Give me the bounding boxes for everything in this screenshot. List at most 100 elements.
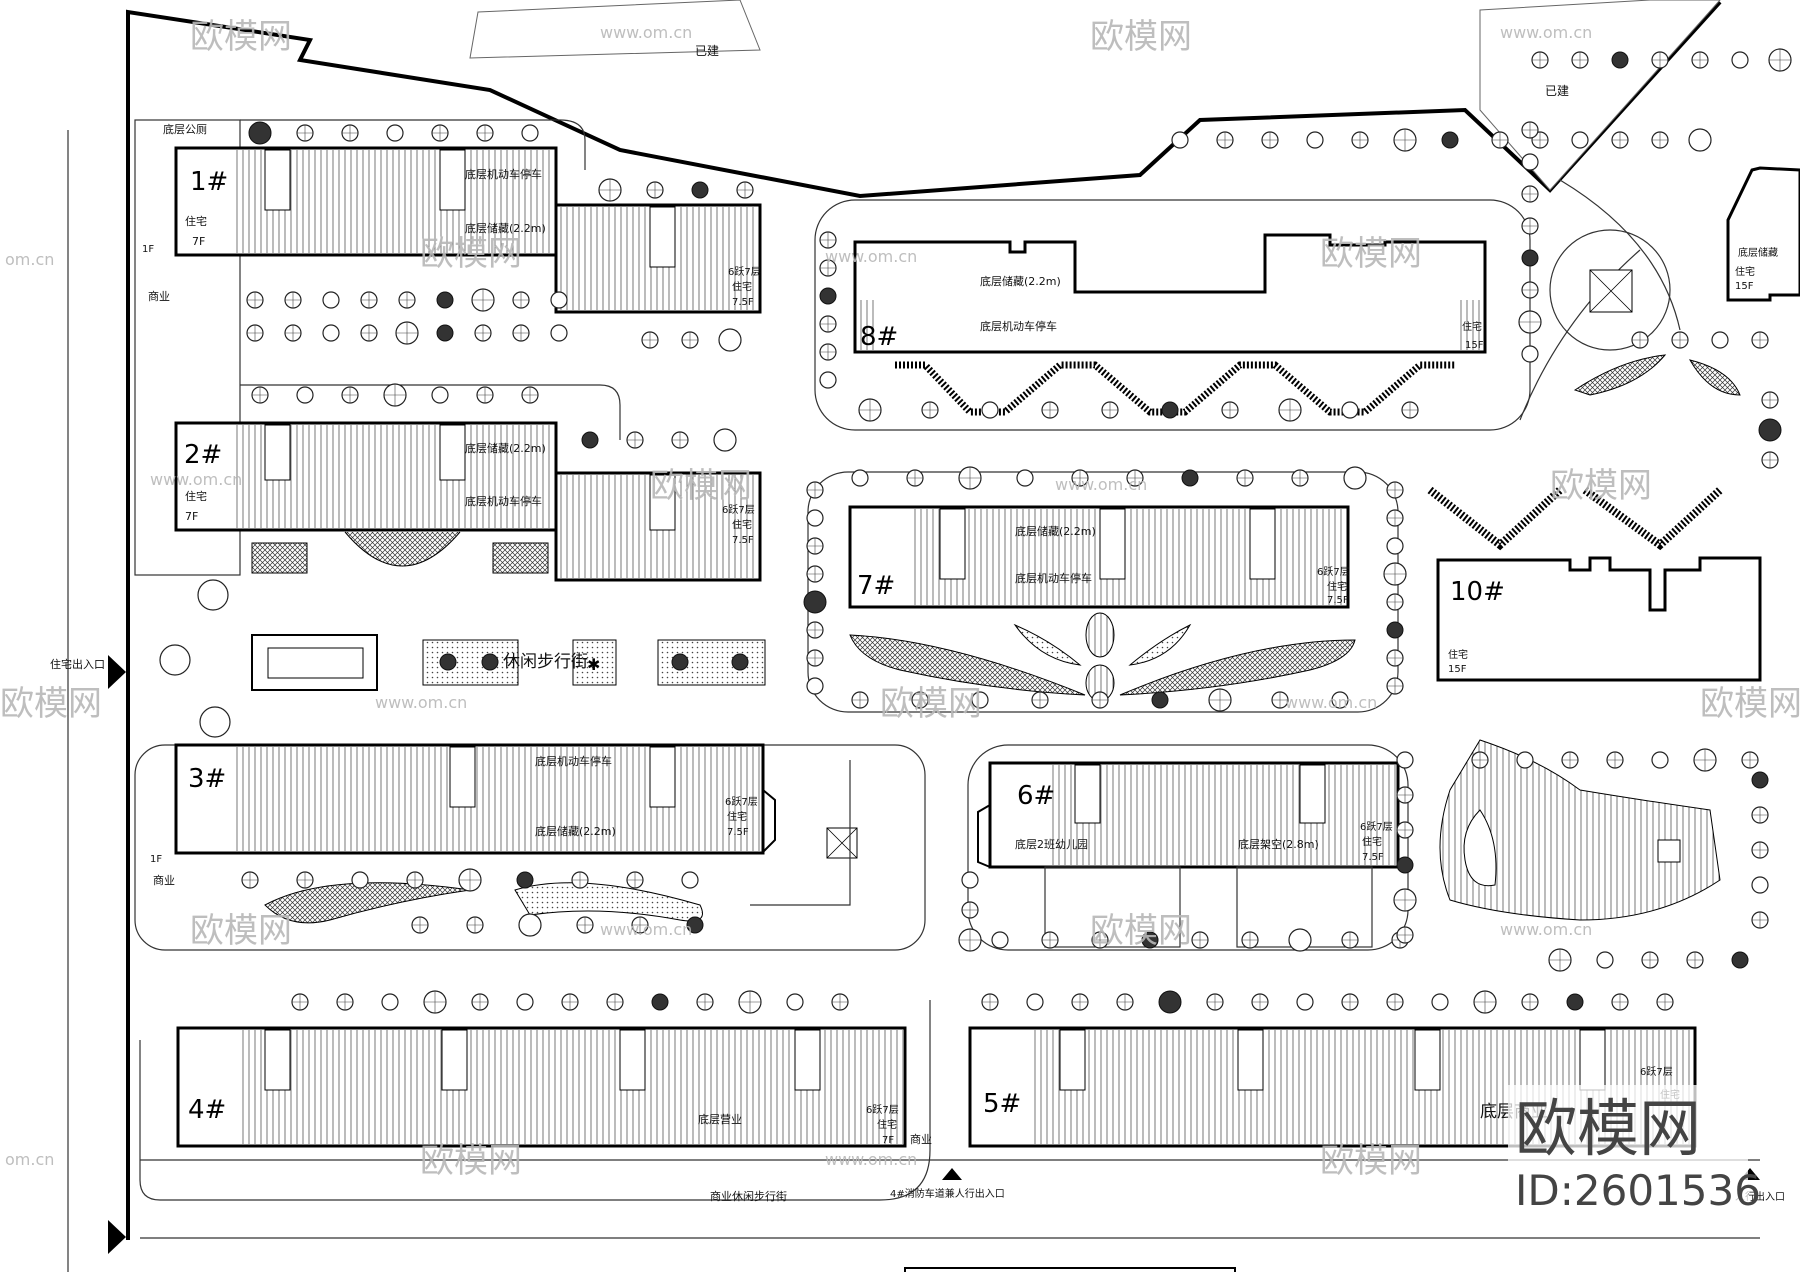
tree-symbol-mark bbox=[1272, 692, 1288, 708]
building-10-label-res: 住宅 bbox=[1448, 648, 1468, 661]
tree-symbol-mark bbox=[697, 994, 713, 1010]
tree-symbol bbox=[806, 509, 824, 527]
tree-symbol bbox=[1396, 751, 1414, 769]
tree-symbol-mark bbox=[1117, 994, 1133, 1010]
tree-symbol bbox=[1386, 621, 1404, 639]
tree-symbol-mark bbox=[1387, 650, 1403, 666]
building-6: 6# 底层2班幼儿园 底层架空(2.8m) 6跃7层 住宅 7.5F bbox=[977, 761, 1400, 948]
leisure-walk: ✱ 休闲步行街 bbox=[159, 579, 766, 738]
building-7: 7# 底层储藏(2.2m) 底层机动车停车 6跃7层 住宅 7.5F bbox=[848, 505, 1356, 702]
building-3-label-res: 住宅 bbox=[727, 810, 747, 823]
tree-symbol bbox=[651, 993, 669, 1011]
tree-symbol-mark bbox=[1072, 994, 1088, 1010]
building-6-label-res: 住宅 bbox=[1362, 835, 1382, 848]
tree-symbol-mark bbox=[627, 432, 643, 448]
tree-symbol-mark bbox=[361, 292, 377, 308]
building-6-label-kinder: 底层2班幼儿园 bbox=[1015, 837, 1088, 851]
tree-symbol bbox=[1441, 131, 1459, 149]
tree-symbol bbox=[322, 324, 340, 342]
tree-symbol-mark bbox=[807, 482, 823, 498]
watermark-site-7: www.om.cn bbox=[1285, 693, 1377, 712]
tree-symbol-mark bbox=[907, 470, 923, 486]
building-10-label-floors: 15F bbox=[1448, 664, 1467, 675]
watermark-logo-13: 欧模网 bbox=[1320, 1141, 1422, 1181]
tree-symbol-mark bbox=[1387, 678, 1403, 694]
tree-symbol-mark bbox=[912, 692, 928, 708]
tree-symbol bbox=[1711, 331, 1729, 349]
tree-symbol-mark bbox=[682, 332, 698, 348]
tree-symbol bbox=[1731, 51, 1749, 69]
watermark-id-bg bbox=[1508, 1085, 1748, 1210]
tree-symbol-mark bbox=[852, 692, 868, 708]
tree-symbol-mark bbox=[1384, 563, 1406, 585]
tree-symbol-mark bbox=[859, 399, 881, 421]
building-1-label-res: 住宅 bbox=[185, 214, 207, 228]
building-6-number: 6# bbox=[1017, 781, 1055, 811]
tree-symbol-mark bbox=[1397, 927, 1413, 943]
tree-symbol-mark bbox=[1742, 752, 1758, 768]
watermark-small-1: om.cn bbox=[5, 250, 54, 269]
building-4-number: 4# bbox=[188, 1095, 226, 1125]
tree-symbol-mark bbox=[1387, 482, 1403, 498]
watermarks: 欧模网 www.om.cn 欧模网 www.om.cn om.cn 欧模网 ww… bbox=[0, 17, 1800, 1181]
tree-symbol bbox=[322, 291, 340, 309]
tree-symbol bbox=[550, 324, 568, 342]
tree-symbol-mark bbox=[1752, 332, 1768, 348]
tree-symbol-mark bbox=[599, 179, 621, 201]
tree-symbol-mark bbox=[607, 994, 623, 1010]
label-commercial-small: 商业 bbox=[910, 1132, 932, 1146]
entrance-arrow-3 bbox=[942, 1168, 962, 1180]
tree-symbol bbox=[851, 469, 869, 487]
building-3-label-floors: 7.5F bbox=[727, 827, 749, 838]
tree-symbol-mark bbox=[959, 467, 981, 489]
tree-symbol-mark bbox=[1652, 132, 1668, 148]
tree-symbol-mark bbox=[1092, 932, 1108, 948]
road-right-circle bbox=[1519, 179, 1681, 421]
building-9-label-floors: 15F bbox=[1735, 281, 1754, 292]
tree-symbol-mark bbox=[1652, 52, 1668, 68]
tree-symbol bbox=[1611, 51, 1629, 69]
watermark-site-1: www.om.cn bbox=[600, 23, 692, 42]
tree-symbol-mark bbox=[820, 316, 836, 332]
building-3-number: 3# bbox=[188, 764, 226, 794]
building-8-label-storage: 底层储藏(2.2m) bbox=[980, 274, 1061, 288]
tree-symbol bbox=[248, 121, 272, 145]
building-5-number: 5# bbox=[983, 1089, 1021, 1119]
label-commercial-1f-top: 1F bbox=[142, 244, 154, 255]
tree-symbol-mark bbox=[1387, 594, 1403, 610]
existing-building-top bbox=[469, 0, 761, 59]
tree-symbol-mark bbox=[1492, 132, 1508, 148]
building-7-label-res: 住宅 bbox=[1327, 580, 1347, 593]
building-5-label-duplex: 6跃7层 bbox=[1640, 1066, 1673, 1078]
tree-symbol-mark bbox=[1042, 402, 1058, 418]
watermark-logo-5: 欧模网 bbox=[650, 466, 752, 506]
tree-symbol-mark bbox=[1252, 994, 1268, 1010]
building-8-label-floors: 15F bbox=[1465, 340, 1484, 351]
tree-symbol-mark bbox=[1397, 822, 1413, 838]
bottom-road bbox=[139, 1000, 1760, 1239]
tree-symbol-mark bbox=[412, 917, 428, 933]
building-1-label-duplex: 6跃7层 bbox=[728, 266, 761, 278]
label-commercial-1f-mid: 1F bbox=[150, 854, 162, 865]
label-built-top: 已建 bbox=[695, 44, 719, 58]
watermark-site-6: www.om.cn bbox=[375, 693, 467, 712]
tree-symbol-mark bbox=[577, 917, 593, 933]
tree-symbol-mark bbox=[522, 387, 538, 403]
tree-symbol-mark bbox=[672, 432, 688, 448]
building-1-label-toilet: 底层公厕 bbox=[163, 122, 207, 136]
tree-symbol-mark bbox=[1292, 470, 1308, 486]
tree-symbol bbox=[718, 328, 742, 352]
tree-symbol-mark bbox=[982, 994, 998, 1010]
tree-symbol bbox=[550, 291, 568, 309]
tree-symbol-mark bbox=[513, 292, 529, 308]
tree-symbol-mark bbox=[292, 994, 308, 1010]
label-fire-lane: 4#消防车道兼人行出入口 bbox=[890, 1187, 1005, 1200]
watermark-big-logo: 欧模网 bbox=[1515, 1092, 1701, 1165]
tree-symbol-mark bbox=[1242, 932, 1258, 948]
label-commercial-top: 商业 bbox=[148, 289, 170, 303]
tree-symbol-mark bbox=[1394, 129, 1416, 151]
building-4-label-retail: 底层营业 bbox=[698, 1112, 742, 1126]
svg-text:✱: ✱ bbox=[587, 655, 600, 674]
tree-symbol-mark bbox=[1572, 52, 1588, 68]
watermark-logo-10: 欧模网 bbox=[190, 911, 292, 951]
